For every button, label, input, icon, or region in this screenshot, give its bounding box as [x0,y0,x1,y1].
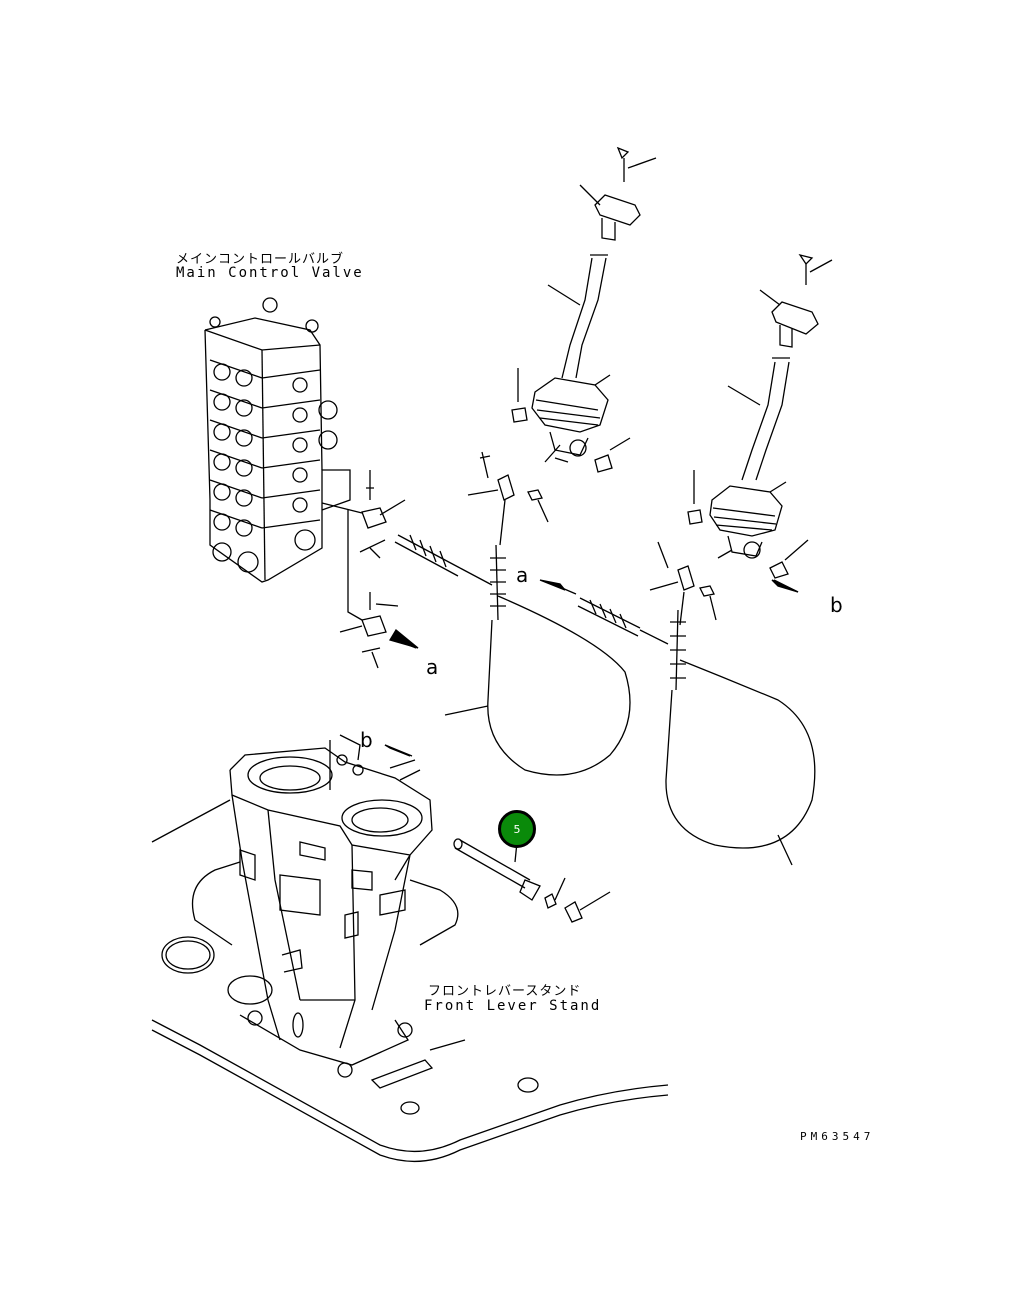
valve-link-upper [322,470,405,620]
main-control-valve-label-en: Main Control Valve [176,265,364,281]
main-control-valve [205,298,350,582]
pin-part-5 [454,839,610,922]
part-callout-number: 5 [513,822,521,836]
drawing-code: PM63547 [800,1130,875,1143]
floor-plate [152,862,668,1161]
valve-plugs [210,298,337,572]
lever-assembly-1 [468,148,656,545]
valve-link-lower [340,592,398,668]
front-lever-stand-label-jp: フロントレバースタンド [428,984,582,999]
reference-b-left: b [360,728,373,752]
control-cable-1 [395,535,630,775]
reference-b-right: b [830,593,843,617]
reference-a-lower: a [426,655,439,679]
reference-a-upper: a [516,563,529,587]
front-lever-stand [152,735,432,1077]
main-control-valve-label-jp: メインコントロールバルブ [176,252,345,267]
control-cable-2 [578,598,815,865]
lever-assembly-2 [650,255,832,625]
front-lever-stand-label-en: Front Lever Stand [424,998,602,1014]
part-callout-5[interactable]: 5 [498,810,536,848]
reference-arrows [385,580,798,756]
